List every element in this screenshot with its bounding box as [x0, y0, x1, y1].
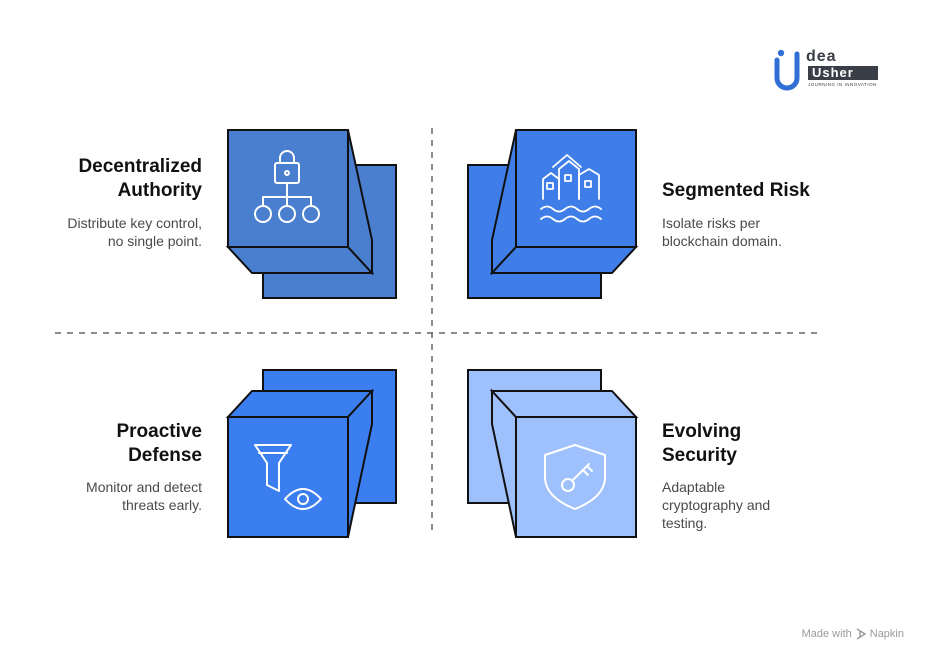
segmented-risk-cube	[467, 129, 639, 299]
proactive-defense-desc: Monitor and detect threats early.	[86, 479, 202, 513]
decentralized-authority-desc: Distribute key control, no single point.	[67, 215, 202, 249]
lock-network-icon	[254, 150, 320, 223]
made-with-napkin-credit: Made with Napkin	[802, 628, 904, 640]
segmented-risk-title: Segmented Risk	[662, 180, 810, 201]
proactive-defense-cube	[225, 369, 397, 538]
flooded-buildings-icon	[540, 154, 602, 223]
filter-eye-icon	[254, 444, 322, 510]
made-with-label: Made with	[801, 628, 852, 640]
decentralized-authority-cube	[225, 129, 397, 299]
logo-mark-icon	[774, 49, 878, 91]
decentralized-authority-title: Decentralized Authority	[78, 156, 202, 201]
proactive-defense-title: Proactive Defense	[116, 421, 202, 466]
napkin-brand: Napkin	[869, 628, 904, 640]
logo-word-bottom: Usher	[812, 65, 854, 80]
company-logo: dea Usher JOURNING IN INNOVATION	[774, 48, 880, 92]
evolving-security-cube	[467, 369, 639, 538]
segmented-risk-desc: Isolate risks per blockchain domain.	[662, 215, 782, 249]
evolving-security-desc: Adaptable cryptography and testing.	[662, 479, 771, 531]
logo-word-top: dea	[806, 48, 837, 65]
evolving-security-title: Evolving Security	[662, 421, 742, 466]
logo-tagline: JOURNING IN INNOVATION	[808, 82, 877, 87]
napkin-logo-icon	[856, 628, 866, 640]
shield-key-icon	[544, 444, 606, 510]
